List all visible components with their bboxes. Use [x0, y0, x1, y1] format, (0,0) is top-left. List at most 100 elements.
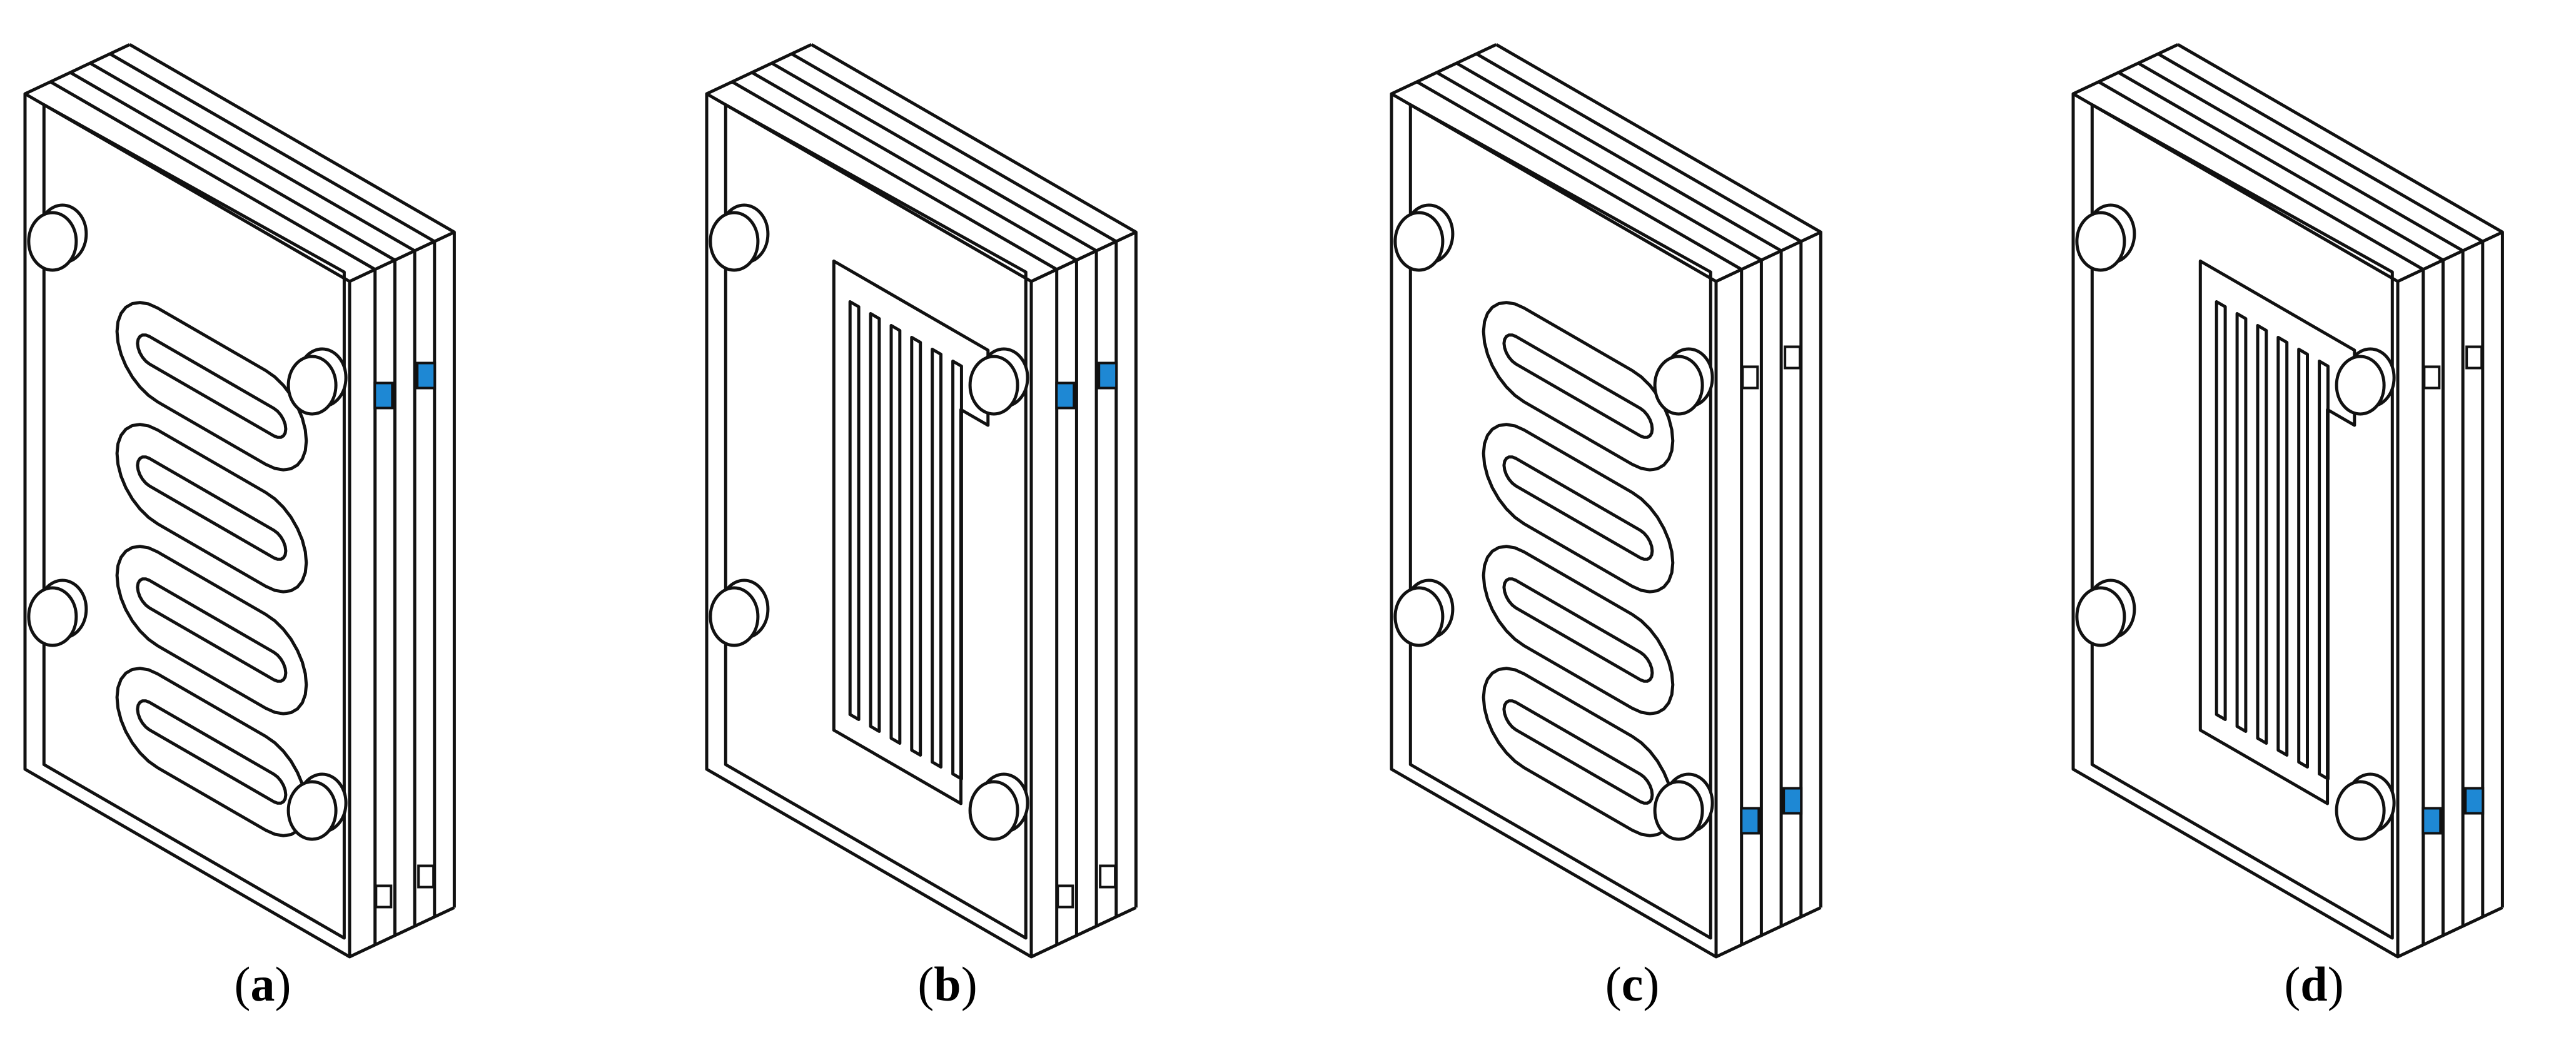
bolt-head-front — [1653, 355, 1704, 416]
gas-port — [373, 381, 394, 410]
outlet-notch — [2423, 365, 2441, 390]
serpentine-channel-loop — [115, 423, 308, 593]
outlet-notch — [1056, 884, 1074, 909]
serpentine-channel-loop — [1482, 667, 1675, 837]
front-plate-face — [1390, 92, 1718, 959]
outlet-notch — [1099, 864, 1117, 889]
stack-depth-edge — [2397, 906, 2503, 959]
parallel-channel — [2256, 324, 2268, 745]
outlet-notch — [375, 884, 393, 909]
bolt-icon — [286, 772, 348, 841]
parallel-channel — [951, 360, 963, 780]
serpentine-channel-rib — [1502, 333, 1654, 439]
gas-port — [1782, 787, 1803, 815]
front-plate-inset — [2090, 103, 2394, 940]
stack-depth-edge — [1030, 230, 1137, 283]
bolt-icon — [968, 772, 1029, 841]
parallel-channel — [889, 324, 902, 745]
caption-b: (b) — [917, 957, 977, 1011]
bolt-icon — [1393, 578, 1455, 647]
stack-depth-edge — [24, 43, 131, 96]
parallel-channel — [848, 300, 861, 721]
parallel-channel — [2297, 348, 2309, 769]
caption-c: (c) — [1605, 957, 1660, 1011]
bolt-head-front — [2075, 586, 2126, 647]
outlet-notch — [1741, 365, 1759, 390]
bolt-icon — [286, 347, 348, 416]
gas-port — [2422, 807, 2442, 835]
bolt-head-front — [709, 586, 760, 647]
bolt-head-front — [1393, 586, 1445, 647]
bolt-head-front — [1393, 211, 1445, 272]
parallel-channel — [910, 336, 922, 757]
panel-d — [2071, 43, 2504, 959]
serpentine-channel-loop — [1482, 423, 1675, 593]
gas-port — [2464, 787, 2485, 815]
bolt-head-front — [2075, 211, 2126, 272]
panel-c — [1390, 43, 1822, 959]
bolt-head-front — [286, 355, 338, 416]
bolt-head-front — [1653, 780, 1704, 841]
parallel-channel — [931, 348, 942, 769]
outlet-notch — [1784, 345, 1802, 370]
bolt-icon — [27, 203, 88, 272]
front-plate-face — [705, 92, 1033, 959]
gas-port — [1098, 361, 1118, 390]
serpentine-channel-rib — [1502, 577, 1654, 683]
bolt-icon — [709, 578, 770, 647]
caption-d: (d) — [2284, 957, 2344, 1011]
panel-b — [705, 43, 1138, 959]
bolt-head-front — [2335, 780, 2386, 841]
bolt-head-front — [27, 211, 78, 272]
bolt-icon — [1393, 203, 1455, 272]
parallel-channel — [869, 312, 881, 733]
bolt-icon — [968, 347, 1029, 416]
caption-a: (a) — [234, 957, 291, 1011]
serpentine-channel-rib — [136, 699, 288, 805]
bolt-icon — [709, 203, 770, 272]
front-plate-face — [23, 92, 351, 959]
stack-depth-edge — [705, 43, 812, 96]
bolt-icon — [2335, 772, 2396, 841]
bolt-head-front — [27, 586, 78, 647]
gas-port — [1055, 381, 1076, 410]
panel-a — [23, 43, 456, 959]
stack-depth-edge — [1715, 906, 1822, 959]
bolt-icon — [2075, 578, 2136, 647]
bolt-icon — [1653, 347, 1714, 416]
serpentine-channel-loop — [1482, 545, 1675, 715]
serpentine-channel-rib — [136, 577, 288, 683]
serpentine-channel-rib — [1502, 455, 1654, 561]
bolt-icon — [1653, 772, 1714, 841]
stack-depth-edge — [2072, 43, 2179, 96]
parallel-channel — [2276, 336, 2289, 757]
front-plate-face — [2071, 92, 2400, 959]
bolt-head-front — [968, 355, 1019, 416]
bolt-head-front — [709, 211, 760, 272]
stack-depth-edge — [1715, 230, 1822, 283]
stack-depth-edge — [1390, 43, 1497, 96]
parallel-channel — [2235, 312, 2248, 733]
stack-depth-edge — [348, 230, 455, 283]
serpentine-channel-loop — [115, 667, 308, 837]
parallel-channel — [2215, 300, 2227, 721]
stack-depth-edge — [1030, 906, 1137, 959]
gas-port — [1740, 807, 1760, 835]
bolt-icon — [2335, 347, 2396, 416]
bolt-head-front — [2335, 355, 2386, 416]
bolt-head-front — [968, 780, 1019, 841]
bolt-icon — [2075, 203, 2136, 272]
stack-depth-edge — [348, 906, 455, 959]
outlet-notch — [2465, 345, 2483, 370]
front-plate-inset — [42, 103, 346, 940]
serpentine-channel-rib — [136, 455, 288, 561]
parallel-channel — [2318, 360, 2330, 780]
front-plate-inset — [1408, 103, 1712, 940]
outlet-notch — [417, 864, 435, 889]
serpentine-channel-rib — [1502, 699, 1654, 805]
gas-port — [416, 361, 437, 390]
serpentine-channel-rib — [136, 333, 288, 439]
serpentine-channel-loop — [115, 545, 308, 715]
front-plate-inset — [724, 103, 1028, 940]
